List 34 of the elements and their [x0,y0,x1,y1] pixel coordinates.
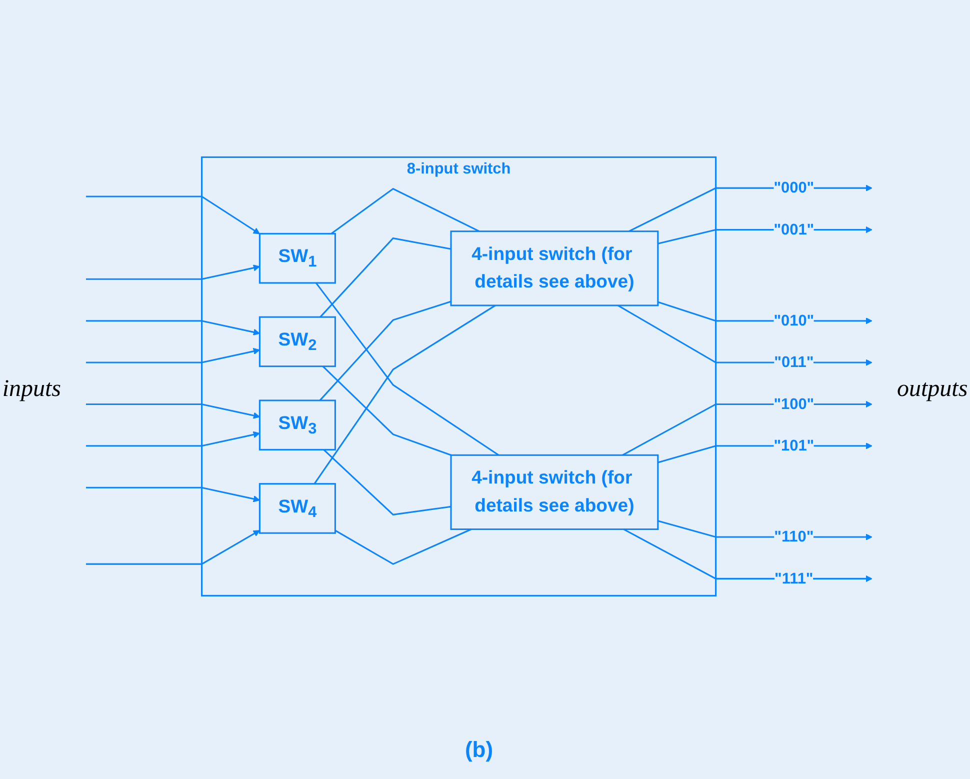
connector [330,188,480,234]
outputs-label: outputs [896,376,969,403]
connector [323,449,452,516]
node-box: 4-input switch (for details see above) [450,454,659,530]
edge-label: "000" [774,180,814,197]
arrow [86,404,260,419]
arrow [86,348,260,364]
connector [334,528,472,565]
edge-label: "101" [774,437,814,454]
arrow [86,196,260,234]
node-box: SW$_{2}$ [258,316,336,368]
arrow [86,486,260,502]
edge-label: "110" [774,528,814,546]
connector [319,300,452,402]
arrow [86,264,260,280]
arrow [86,530,260,565]
edge-label: "001" [774,221,814,238]
connector [315,282,500,456]
arrow [86,320,260,336]
connector [320,237,452,318]
connector [322,366,452,456]
node-box: SW$_{4}$ [258,483,336,534]
arrow [618,304,872,366]
edge-label: "011" [774,354,814,372]
connector [314,304,496,484]
node-box: SW$_{1}$ [258,232,336,284]
caption: (b) [464,736,494,762]
arrow [86,431,260,447]
node-box: 4-input switch (for details see above) [450,230,659,306]
edge-label: "010" [774,312,814,330]
node-box: SW$_{3}$ [258,400,336,451]
edge-label: "111" [774,570,814,588]
inputs-label: inputs [1,376,62,403]
edge-label: "100" [774,396,814,413]
